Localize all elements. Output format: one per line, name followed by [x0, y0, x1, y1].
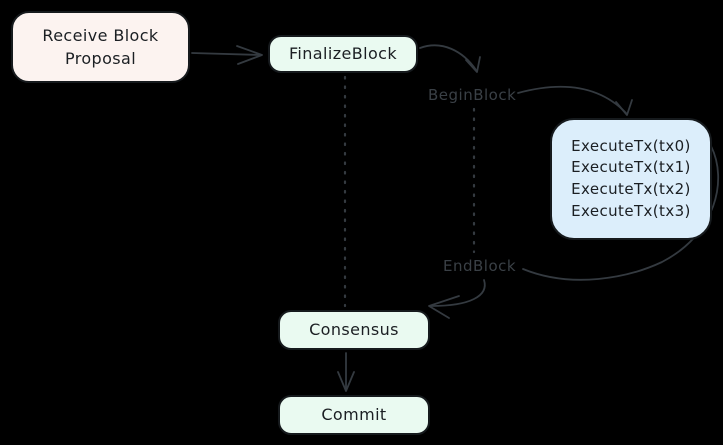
label-begin-block: BeginBlock	[428, 86, 517, 104]
node-label: FinalizeBlock	[288, 44, 398, 64]
node-label: ExecuteTx(tx3)	[571, 201, 691, 220]
node-receive-block-proposal: Receive Block Proposal	[11, 11, 190, 83]
arrow-finalize-to-beginblock	[419, 44, 481, 73]
node-label: Receive Block	[42, 25, 159, 45]
arrow-beginblock-to-executetx	[517, 85, 633, 116]
node-label: ExecuteTx(tx2)	[571, 180, 691, 198]
arrow-executetx-to-endblock	[522, 145, 719, 281]
node-commit: Commit	[278, 395, 430, 435]
node-label: ExecuteTx(tx1)	[571, 158, 691, 177]
node-label: Consensus	[309, 320, 399, 340]
node-consensus: Consensus	[278, 310, 430, 350]
arrow-endblock-to-consensus	[428, 279, 486, 319]
node-execute-tx: ExecuteTx(tx0) ExecuteTx(tx1) ExecuteTx(…	[550, 118, 712, 240]
node-label: Proposal	[64, 49, 137, 68]
node-label: Commit	[321, 405, 387, 425]
arrow-receive-to-finalize	[191, 45, 263, 65]
label-end-block: EndBlock	[443, 257, 517, 275]
arrow-consensus-to-commit	[337, 352, 355, 392]
node-finalize-block: FinalizeBlock	[268, 35, 418, 73]
node-label: ExecuteTx(tx0)	[571, 136, 691, 155]
